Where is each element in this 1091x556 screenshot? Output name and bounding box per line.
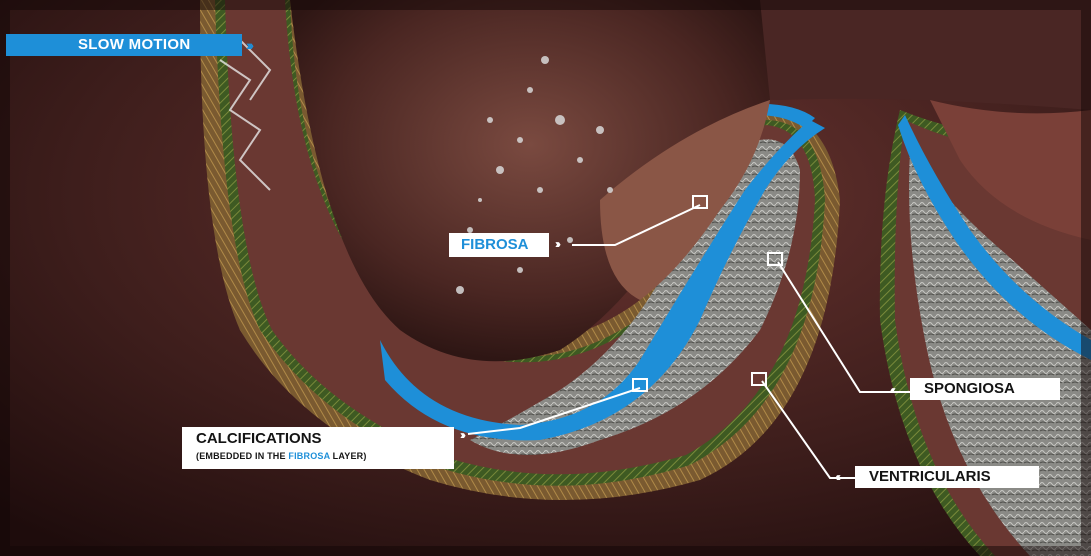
calcifications-title: CALCIFICATIONS <box>196 430 454 448</box>
calc-sub-suffix: LAYER) <box>330 451 367 461</box>
fibrosa-marker <box>692 195 708 209</box>
calcifications-subtitle: (EMBEDDED IN THE FIBROSA LAYER) <box>196 448 454 464</box>
slow-motion-banner: SLOW MOTION <box>6 34 242 56</box>
spongiosa-label: SPONGIOSA <box>910 378 1060 400</box>
calc-sub-prefix: (EMBEDDED IN THE <box>196 451 288 461</box>
fibrosa-label: FIBROSA <box>449 233 549 257</box>
chevron-triple-icon: ››› <box>555 237 558 251</box>
chevron-triple-icon: ‹‹‹ <box>835 470 838 484</box>
spongiosa-marker <box>767 252 783 266</box>
calcifications-marker <box>632 378 648 392</box>
ventricularis-label: VENTRICULARIS <box>855 466 1039 488</box>
chevron-triple-icon: ››› <box>460 428 463 442</box>
calc-sub-highlight: FIBROSA <box>288 451 330 461</box>
ventricularis-marker <box>751 372 767 386</box>
chevron-triple-icon: ››› <box>246 37 251 53</box>
chevron-triple-icon: ‹‹‹ <box>890 383 893 397</box>
calcifications-label: CALCIFICATIONS (EMBEDDED IN THE FIBROSA … <box>182 427 454 469</box>
